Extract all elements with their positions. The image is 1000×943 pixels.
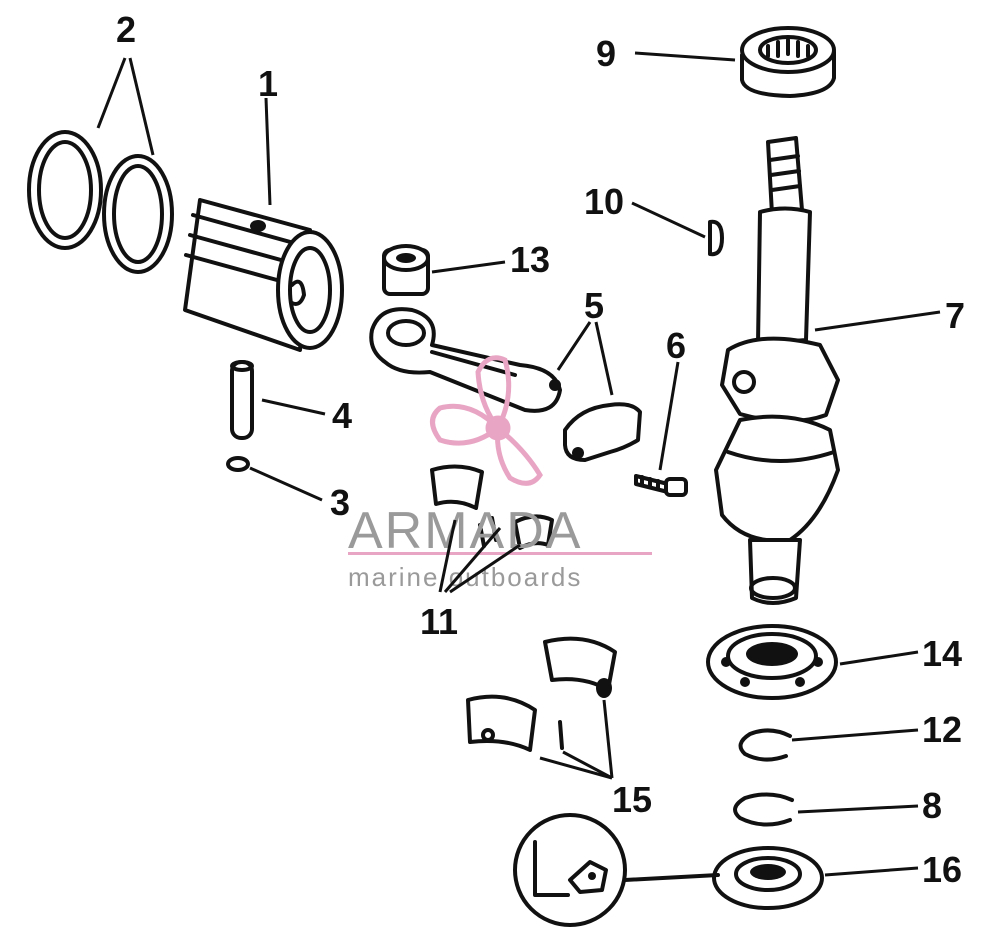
callout-15: 15 [612,779,652,820]
top-bearing [740,26,836,98]
rod-bearing-halves [430,464,554,550]
callout-4: 4 [332,395,352,436]
callout-8: 8 [922,785,942,826]
woodruff-key [708,219,724,257]
needle-bearing-small [382,244,430,296]
callout-labels: 1 2 3 4 5 6 7 8 9 10 11 12 13 14 15 16 [116,9,965,890]
piston [183,198,344,352]
cap-screw [634,474,688,497]
callout-12: 12 [922,709,962,750]
callout-3: 3 [330,482,350,523]
callout-7: 7 [945,295,965,336]
piston-rings [27,130,174,274]
callout-10: 10 [584,181,624,222]
callout-14: 14 [922,633,962,674]
retaining-ring-12 [738,728,792,762]
main-bearing-halves [466,636,617,752]
armada-watermark: ARMADA marine outboards [348,502,652,592]
callout-13: 13 [510,239,550,280]
watermark-subtitle: marine outboards [348,562,582,592]
retaining-ring-8 [733,792,794,827]
callout-16: 16 [922,849,962,890]
callout-11: 11 [420,601,458,642]
retaining-ring [226,456,250,472]
leader-lines [96,51,941,877]
callout-2: 2 [116,9,136,50]
wrist-pin [230,360,254,440]
ball-bearing [706,624,838,700]
detail-inset [513,813,720,927]
connecting-rod-cap [563,402,642,462]
connecting-rod [369,307,562,413]
callout-5: 5 [584,285,604,326]
callout-1: 1 [258,63,278,104]
oil-seal [712,846,824,910]
crankshaft [714,136,840,605]
callout-6: 6 [666,325,686,366]
watermark-title: ARMADA [348,502,582,560]
callout-9: 9 [596,33,616,74]
armada-logo-icon [430,355,543,486]
